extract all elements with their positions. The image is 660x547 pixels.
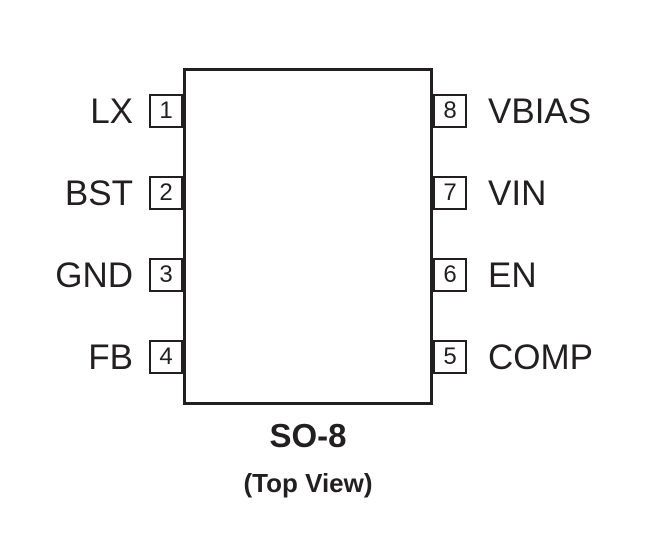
pin-6-number: 6	[433, 258, 467, 292]
pin-6-label: EN	[488, 255, 537, 295]
ic-package-body	[183, 68, 433, 405]
pin-2-number: 2	[149, 176, 183, 210]
pin-1-number: 1	[149, 94, 183, 128]
pin-3-number: 3	[149, 258, 183, 292]
pin-2-label: BST	[64, 173, 133, 213]
pin-5-label: COMP	[488, 337, 593, 377]
pin-7-label: VIN	[488, 173, 547, 213]
pin-4-label: FB	[88, 337, 133, 377]
package-name: SO-8	[269, 417, 347, 454]
pin-8-label: VBIAS	[488, 91, 592, 131]
pin-1-label: LX	[90, 91, 133, 131]
pin-5-number: 5	[433, 340, 467, 374]
pin-8-number: 8	[433, 94, 467, 128]
pin-7-number: 7	[433, 176, 467, 210]
pin-3-label: GND	[55, 255, 133, 295]
pin-4-number: 4	[149, 340, 183, 374]
package-view-caption: (Top View)	[243, 468, 373, 498]
